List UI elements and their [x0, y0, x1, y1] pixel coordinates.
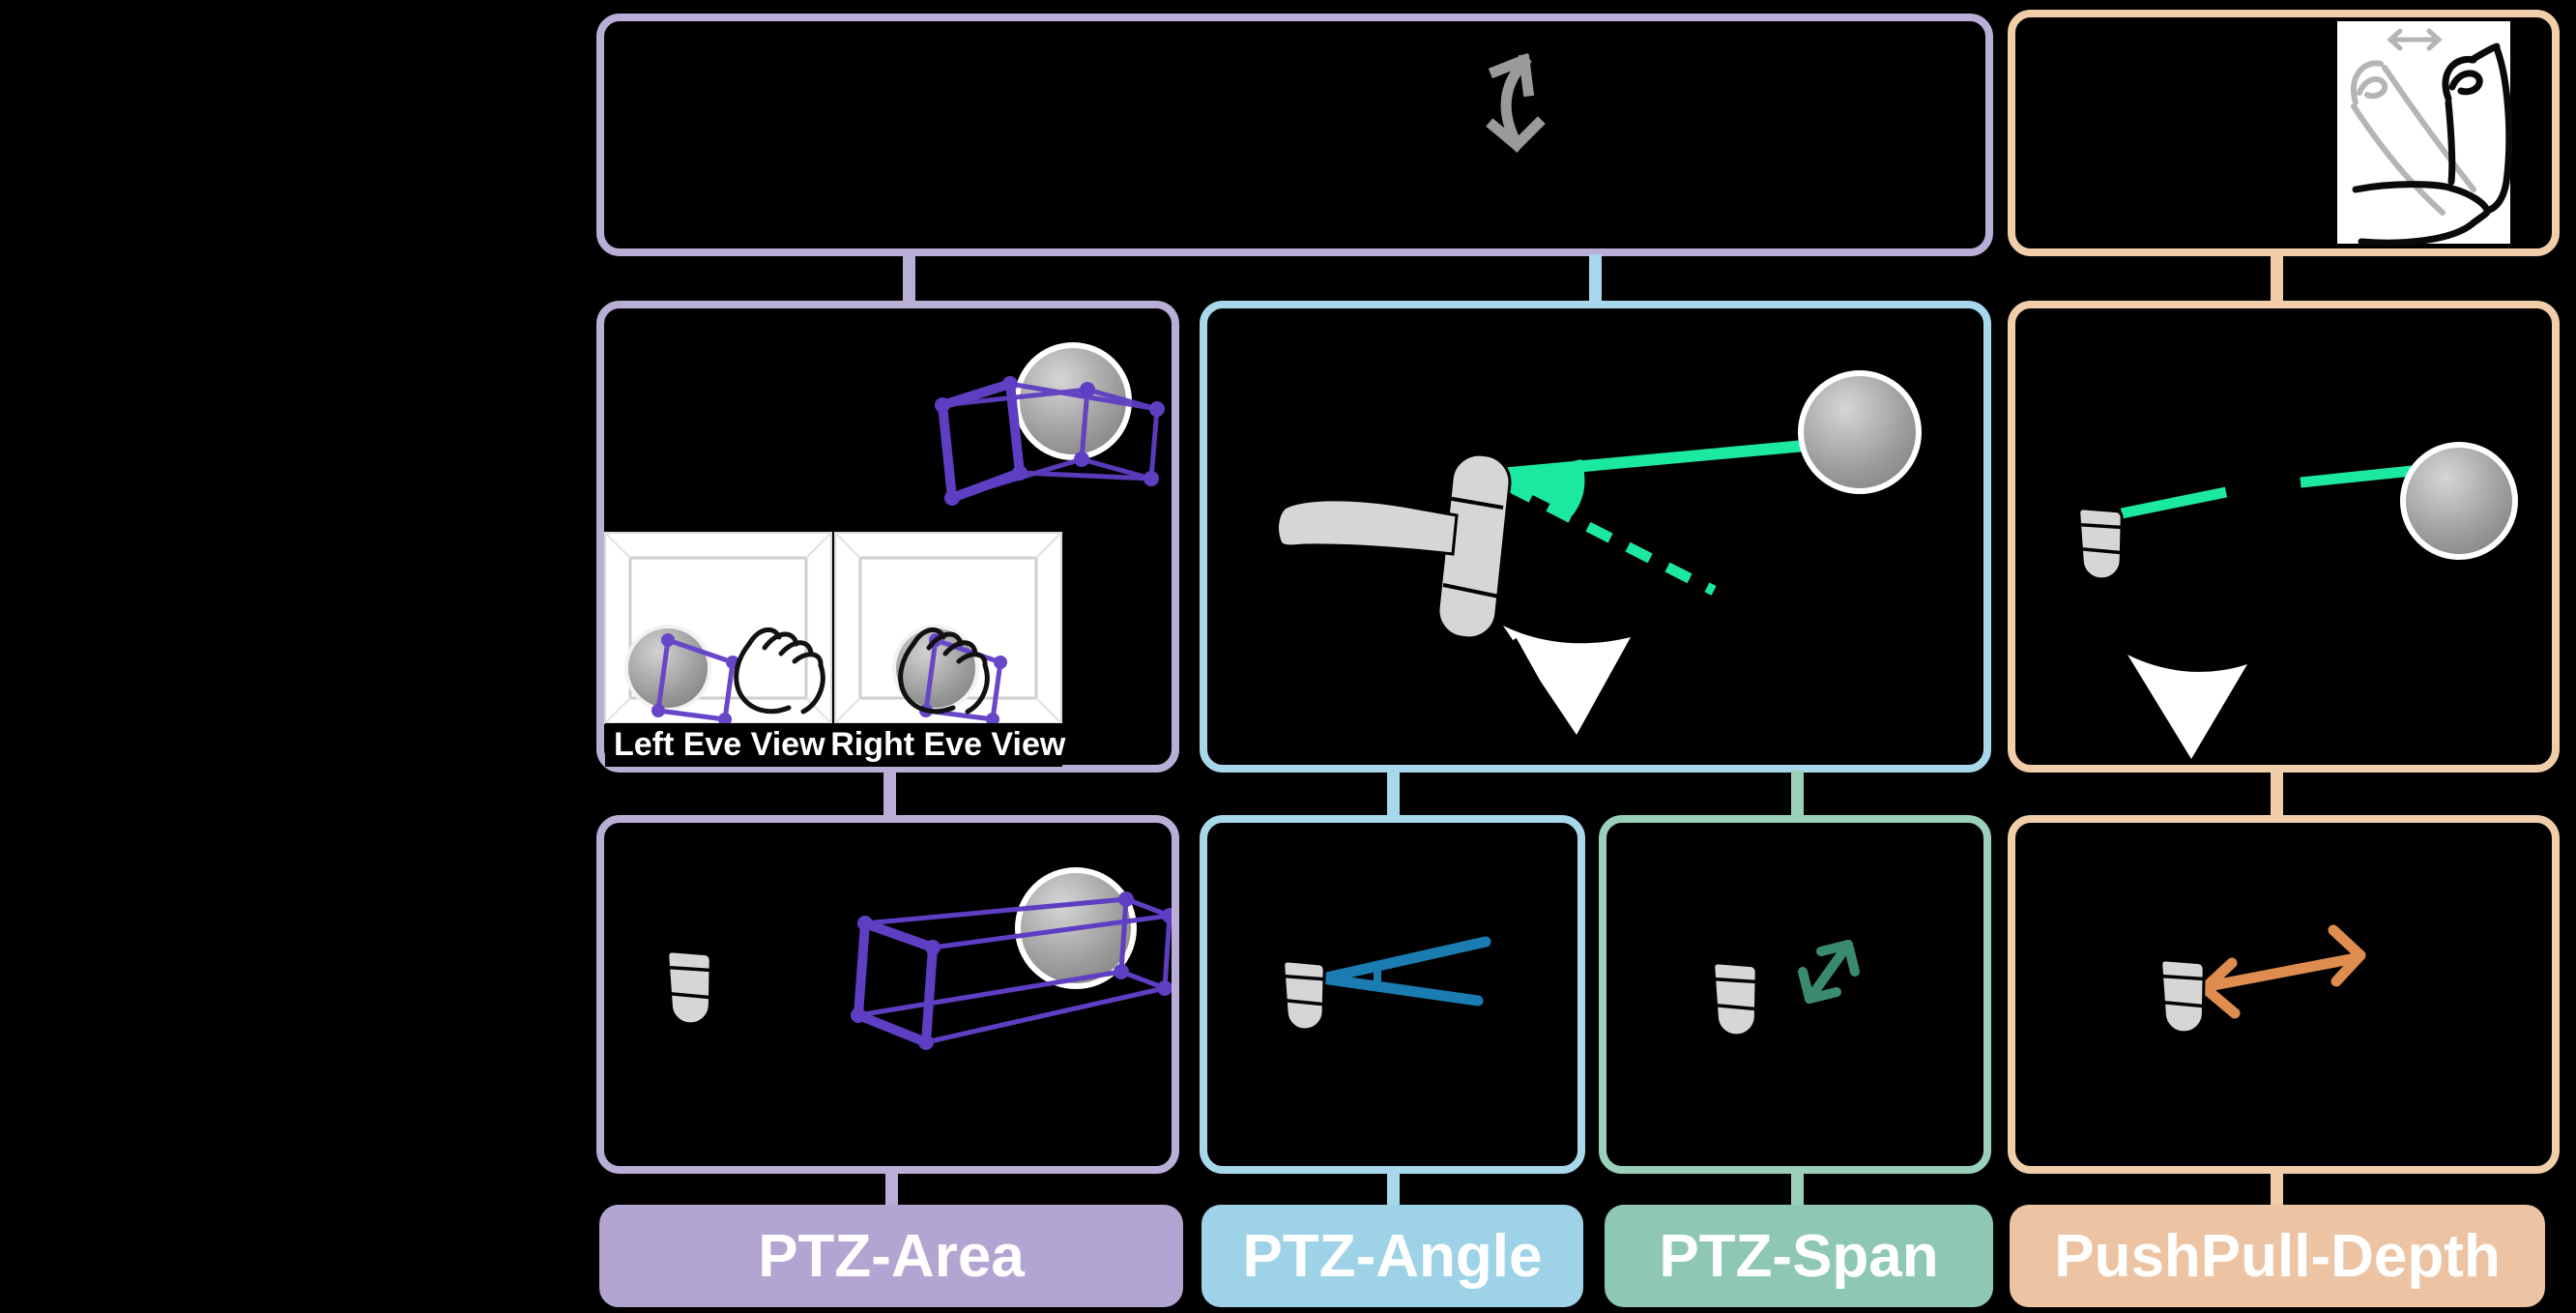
connector-bottom-to-label-span: [1791, 1172, 1804, 1207]
mid-pushpull-box: [2008, 301, 2560, 773]
left-right-arrow-icon: [2387, 28, 2443, 51]
mid-ptz-angle-span-box: [1200, 301, 1991, 773]
horizontal-double-arrow-icon: [2199, 924, 2366, 1019]
controller-capsule: [666, 949, 712, 1026]
forearm: [1276, 498, 1459, 556]
bottom-ptz-angle-box: [1200, 815, 1585, 1174]
controller-capsule: [1712, 961, 1758, 1037]
right-eye-view-caption: Right Eve View: [830, 726, 1066, 763]
eye-view-caption-band: Left Eve View Right Eve View: [605, 723, 1066, 767]
connector-top-to-mid-anglespan: [1589, 254, 1602, 303]
target-sphere: [2400, 442, 2518, 560]
pinch-hand-arm-illustration: [2352, 43, 2513, 247]
diagonal-double-arrow-icon: [1798, 940, 1860, 1004]
label-pushpull-depth: PushPull-Depth: [2010, 1205, 2545, 1307]
left-eye-view-caption: Left Eve View: [613, 726, 825, 763]
headset-cone: [1503, 626, 1631, 735]
connector-bottom-to-label-pushpull: [2271, 1172, 2283, 1207]
angle-lines-icon: [1317, 936, 1491, 1007]
label-ptz-span: PTZ-Span: [1605, 1205, 1993, 1307]
connector-mid-to-bottom-pushpull: [2271, 771, 2283, 817]
connector-mid-to-bottom-area: [883, 771, 896, 817]
hand-outline: [734, 627, 825, 715]
connector-bottom-to-label-angle: [1387, 1172, 1400, 1207]
connector-top-to-mid-pushpull: [2271, 254, 2283, 303]
right-eye-view-panel: [834, 532, 1062, 726]
label-ptz-angle: PTZ-Angle: [1201, 1205, 1583, 1307]
controller-capsule: [1282, 959, 1326, 1032]
dashed-ray: [1506, 481, 1717, 596]
left-eye-view-panel: [604, 532, 832, 726]
connector-mid-to-bottom-angle: [1387, 771, 1400, 817]
curved-vertical-double-arrow-icon: [1486, 52, 1546, 153]
selection-ray-near: [2120, 486, 2228, 519]
top-ptz-group-box: [596, 14, 1993, 256]
target-sphere: [1798, 370, 1922, 494]
selection-wireframe-box: [935, 376, 1165, 506]
controller-capsule: [2159, 958, 2206, 1035]
hand-outline: [898, 627, 990, 715]
label-ptz-area: PTZ-Area: [599, 1205, 1183, 1307]
connector-mid-to-bottom-span: [1791, 771, 1804, 817]
ghost-arm-illustration: [2350, 60, 2476, 216]
top-pushpull-gesture-box: [2008, 10, 2560, 256]
selection-quad: [651, 633, 739, 726]
headset-cone: [2127, 655, 2247, 759]
bottom-pushpull-box: [2008, 815, 2560, 1174]
bottom-ptz-area-box: [596, 815, 1179, 1174]
controller-grip: [1436, 452, 1512, 640]
bottom-ptz-span-box: [1599, 815, 1991, 1174]
controller-capsule: [2077, 507, 2124, 581]
mid-ptz-area-box: [596, 301, 1179, 773]
selection-wireframe-frustum: [851, 891, 1172, 1050]
connector-top-to-mid-area: [903, 254, 915, 303]
angle-wedge: [1500, 459, 1585, 515]
connector-bottom-to-label-area: [885, 1172, 898, 1207]
